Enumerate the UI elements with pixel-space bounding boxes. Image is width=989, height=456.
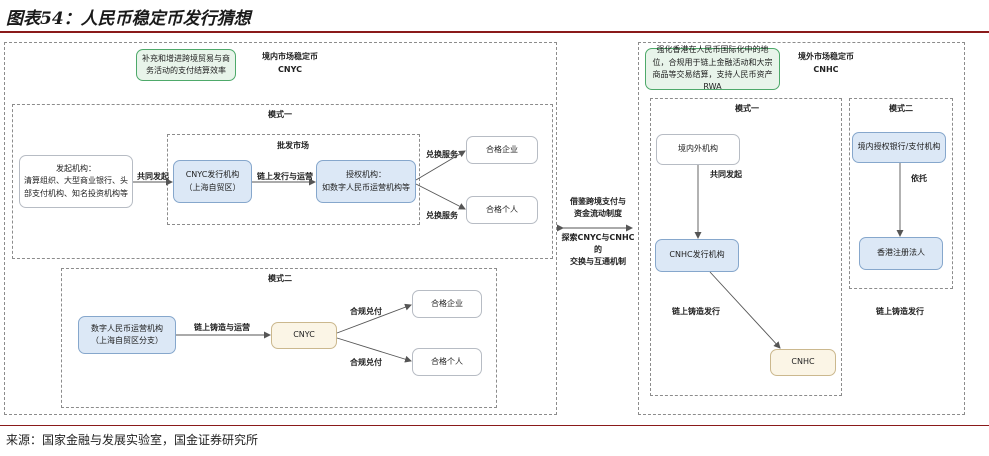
- left-market-name: 境内市场稳定币: [262, 52, 318, 61]
- mode2-cnyc-box: CNYC: [271, 322, 337, 349]
- left-panel: [4, 42, 557, 415]
- cnhc-issuer-box: CNHC发行机构: [655, 239, 739, 272]
- edge-rely-on: 依托: [911, 174, 927, 183]
- arrow-cnyc-to-enterprise: [336, 303, 412, 334]
- figure-source: 来源：国家金融与发展实验室，国金证券研究所: [6, 433, 259, 447]
- cnyc-issuer-box: CNYC发行机构 （上海自贸区）: [173, 160, 252, 203]
- left-market-code: CNYC: [278, 65, 302, 74]
- right-market-code: CNHC: [813, 65, 839, 74]
- arrow-authorized-to-enterprise: [415, 150, 466, 181]
- edge-mint-operation: 链上铸造与运营: [194, 323, 250, 332]
- domestic-foreign-institutions-box: 境内外机构: [656, 134, 740, 165]
- cnhc-coin-box: CNHC: [770, 349, 836, 376]
- mode2-enterprise-box: 合格企业: [412, 290, 482, 318]
- dcep-operator-box: 数字人民币运营机构 （上海自贸区分支）: [78, 316, 176, 354]
- authorized-bank-box: 境内授权银行/支付机构: [852, 132, 946, 163]
- right-mode2-title: 模式二: [889, 104, 913, 113]
- arrow-cnyc-to-individual: [336, 337, 412, 363]
- edge-exchange-top: 兑换服务: [426, 150, 458, 159]
- right-note-box: 强化香港在人民币国际化中的地位，合规用于链上金融活动和大宗商品等交易结算，支持人…: [645, 45, 780, 91]
- hk-legal-entity-box: 香港注册法人: [859, 237, 943, 270]
- right-panel: [638, 42, 965, 415]
- right-market-name: 境外市场稳定币: [798, 52, 854, 61]
- arrow-authorized-to-individual: [415, 183, 466, 210]
- middle-bottom-label: 探索CNYC与CNHC的 交换与互通机制: [561, 233, 635, 266]
- right-mode1-title: 模式一: [735, 104, 759, 113]
- edge-exchange-bottom: 兑换服务: [426, 211, 458, 220]
- left-mode1-panel: [12, 104, 553, 259]
- arrow-cnhc-issuer-to-cnhc: [709, 271, 781, 349]
- left-note-box: 补充和增进跨境贸易与商务活动的支付结算效率: [136, 49, 236, 81]
- edge-compliant-pay-bottom: 合规兑付: [350, 358, 382, 367]
- wholesale-label: 批发市场: [277, 141, 309, 150]
- initiator-box: 发起机构： 清算组织、大型商业银行、头部支付机构、知名投资机构等: [19, 155, 133, 208]
- mode1-enterprise-box: 合格企业: [466, 136, 538, 164]
- source-rule: [0, 425, 989, 426]
- left-mode2-panel: [61, 268, 497, 408]
- title-rule: [0, 31, 989, 33]
- edge-compliant-pay-top: 合规兑付: [350, 307, 382, 316]
- edge-right-chain-mint-2: 链上铸造发行: [876, 307, 924, 316]
- edge-right-joint-initiation: 共同发起: [710, 170, 742, 179]
- authorized-box: 授权机构： 如数字人民币运营机构等: [316, 160, 416, 203]
- right-mode1-panel: [650, 98, 842, 396]
- left-mode1-title: 模式一: [268, 110, 292, 119]
- edge-chain-operation: 链上发行与运营: [257, 172, 313, 181]
- middle-top-label: 借鉴跨境支付与 资金流动制度: [570, 197, 626, 218]
- right-mode2-panel: [849, 98, 953, 289]
- mode1-individual-box: 合格个人: [466, 196, 538, 224]
- left-mode2-title: 模式二: [268, 274, 292, 283]
- edge-right-chain-mint-1: 链上铸造发行: [672, 307, 720, 316]
- edge-joint-initiation: 共同发起: [137, 172, 169, 181]
- mode2-individual-box: 合格个人: [412, 348, 482, 376]
- figure-title: 图表54：人民币稳定币发行猜想: [6, 9, 251, 29]
